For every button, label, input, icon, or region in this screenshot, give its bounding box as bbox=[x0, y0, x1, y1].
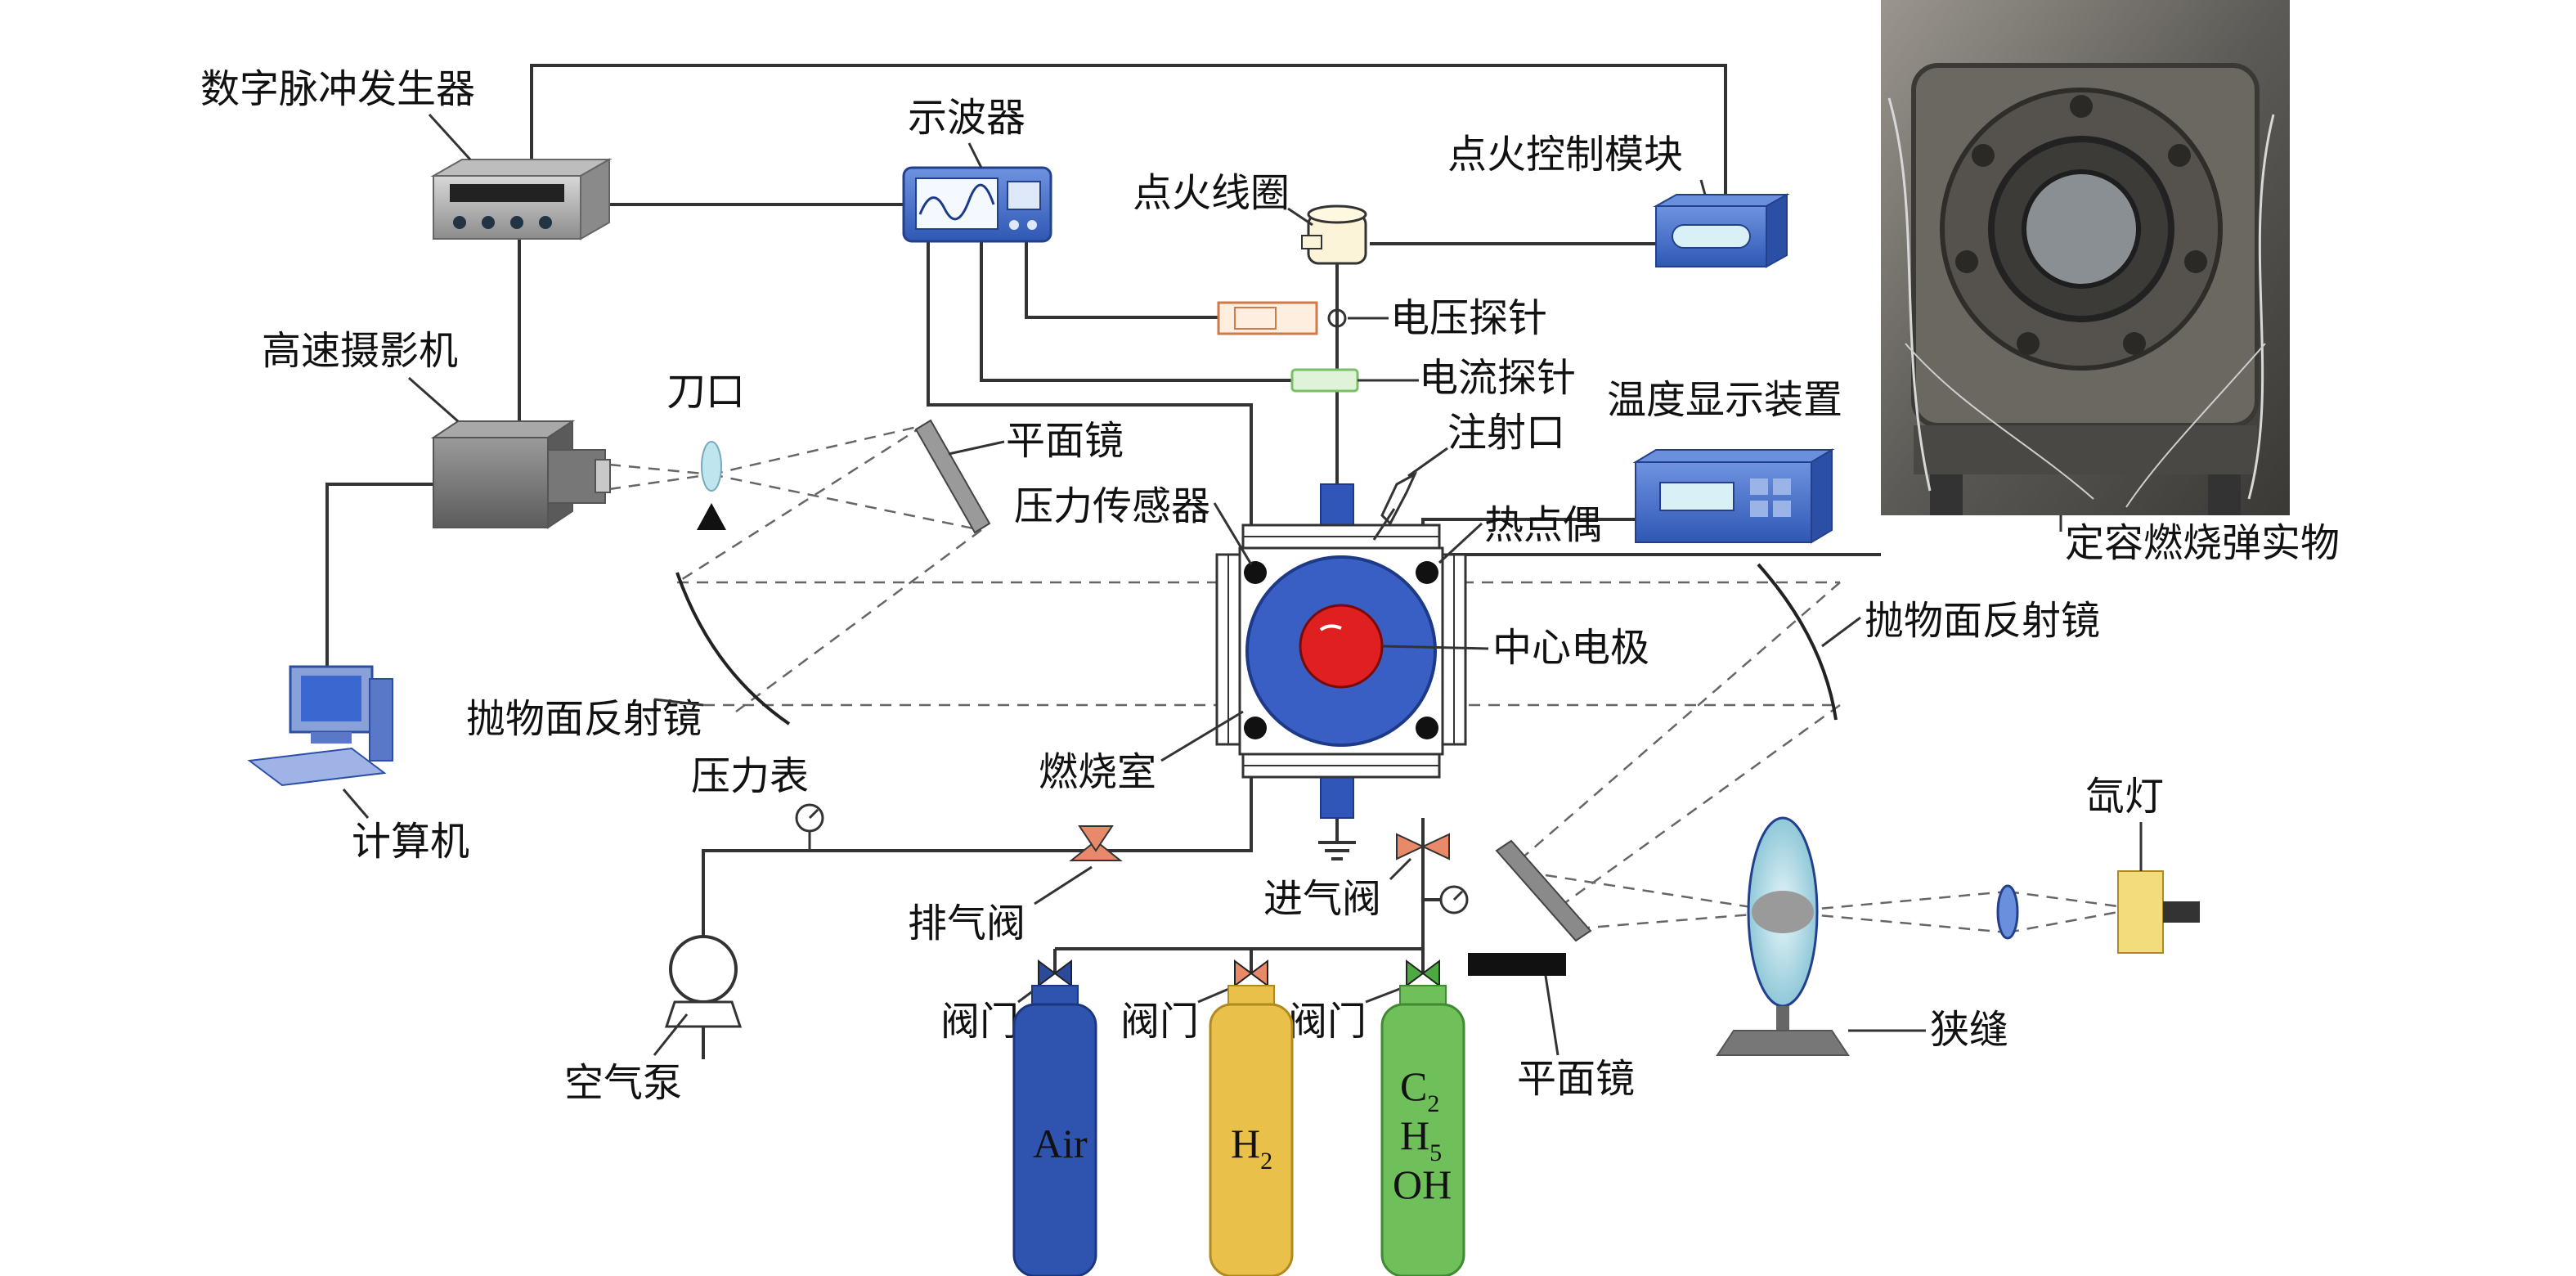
small-lens bbox=[1996, 884, 2019, 940]
air-pump bbox=[664, 935, 743, 1028]
ignition-coil bbox=[1301, 204, 1367, 265]
cylinder-ethanol-oh: OH bbox=[1393, 1161, 1452, 1207]
intake-valve bbox=[1396, 833, 1469, 914]
flat-mirror-top bbox=[914, 419, 991, 534]
label-valve-3: 阀门 bbox=[1288, 999, 1367, 1045]
label-ignition-coil: 点火线圈 bbox=[1133, 170, 1290, 216]
slit bbox=[1716, 1030, 1850, 1056]
parabolic-mirror-right bbox=[1757, 563, 1838, 721]
label-pulse-generator: 数字脉冲发生器 bbox=[200, 66, 475, 112]
temperature-display bbox=[1632, 448, 1835, 544]
cylinder-ethanol-c: C2 bbox=[1400, 1063, 1439, 1117]
cylinder-h2 bbox=[1209, 985, 1294, 1276]
parabolic-mirror-left bbox=[675, 572, 791, 726]
cylinder-ethanol bbox=[1380, 985, 1465, 1276]
label-knife-edge: 刀口 bbox=[666, 369, 745, 415]
optical-path bbox=[608, 424, 2119, 934]
oscilloscope bbox=[902, 166, 1052, 243]
high-speed-camera bbox=[430, 420, 611, 529]
label-bomb-photo: 定容燃烧弹实物 bbox=[2065, 520, 2340, 566]
label-valve-2: 阀门 bbox=[1120, 999, 1199, 1045]
injection-port bbox=[1372, 471, 1418, 541]
exhaust-valve bbox=[1069, 825, 1123, 861]
label-current-probe: 电流探针 bbox=[1419, 355, 1576, 401]
bomb-photo bbox=[1881, 0, 2290, 515]
flat-mirror-bottom bbox=[1468, 839, 1592, 976]
label-air-pump: 空气泵 bbox=[564, 1060, 682, 1106]
label-parabolic-mirror-right: 抛物面反射镜 bbox=[1865, 598, 2100, 644]
valve-h2 bbox=[1234, 959, 1268, 987]
cylinder-air bbox=[1012, 985, 1097, 1276]
label-computer: 计算机 bbox=[352, 819, 469, 865]
label-pressure-sensor: 压力传感器 bbox=[1014, 483, 1210, 529]
cylinder-h2-label: H2 bbox=[1231, 1121, 1272, 1175]
label-valve-1: 阀门 bbox=[940, 999, 1019, 1045]
lens bbox=[1747, 816, 1819, 1031]
label-high-speed-camera: 高速摄影机 bbox=[262, 328, 458, 374]
label-exhaust-valve: 排气阀 bbox=[908, 901, 1025, 946]
label-voltage-probe: 电压探针 bbox=[1390, 295, 1547, 341]
label-parabolic-mirror-left: 抛物面反射镜 bbox=[466, 696, 702, 742]
label-injection-port: 注射口 bbox=[1447, 410, 1565, 456]
label-oscilloscope: 示波器 bbox=[908, 95, 1025, 141]
label-combustion-chamber: 燃烧室 bbox=[1039, 749, 1156, 795]
pressure-gauge bbox=[795, 803, 824, 851]
label-flat-mirror-top: 平面镜 bbox=[1006, 418, 1124, 464]
label-thermocouple: 热点偶 bbox=[1484, 502, 1602, 548]
valve-air bbox=[1038, 959, 1072, 987]
current-probe bbox=[1290, 368, 1359, 393]
label-slit: 狭缝 bbox=[1930, 1007, 2008, 1053]
label-xenon-lamp: 氙灯 bbox=[2085, 774, 2164, 820]
label-flat-mirror-bottom: 平面镜 bbox=[1517, 1056, 1635, 1102]
ignition-control-module bbox=[1653, 193, 1790, 268]
label-pressure-gauge: 压力表 bbox=[691, 753, 809, 799]
combustion-chamber bbox=[1215, 483, 1467, 819]
label-temperature-display: 温度显示装置 bbox=[1607, 377, 1842, 423]
label-intake-valve: 进气阀 bbox=[1263, 876, 1381, 922]
computer bbox=[247, 665, 393, 787]
voltage-probe bbox=[1217, 301, 1347, 335]
cylinder-ethanol-h: H5 bbox=[1400, 1112, 1442, 1166]
valve-ethanol bbox=[1406, 959, 1440, 987]
label-center-electrode: 中心电极 bbox=[1492, 625, 1649, 671]
cylinder-air-label: Air bbox=[1033, 1121, 1088, 1166]
xenon-lamp bbox=[2117, 870, 2200, 954]
pulse-generator bbox=[430, 158, 613, 240]
label-ignition-control: 点火控制模块 bbox=[1447, 132, 1683, 177]
knife-edge bbox=[697, 441, 726, 530]
